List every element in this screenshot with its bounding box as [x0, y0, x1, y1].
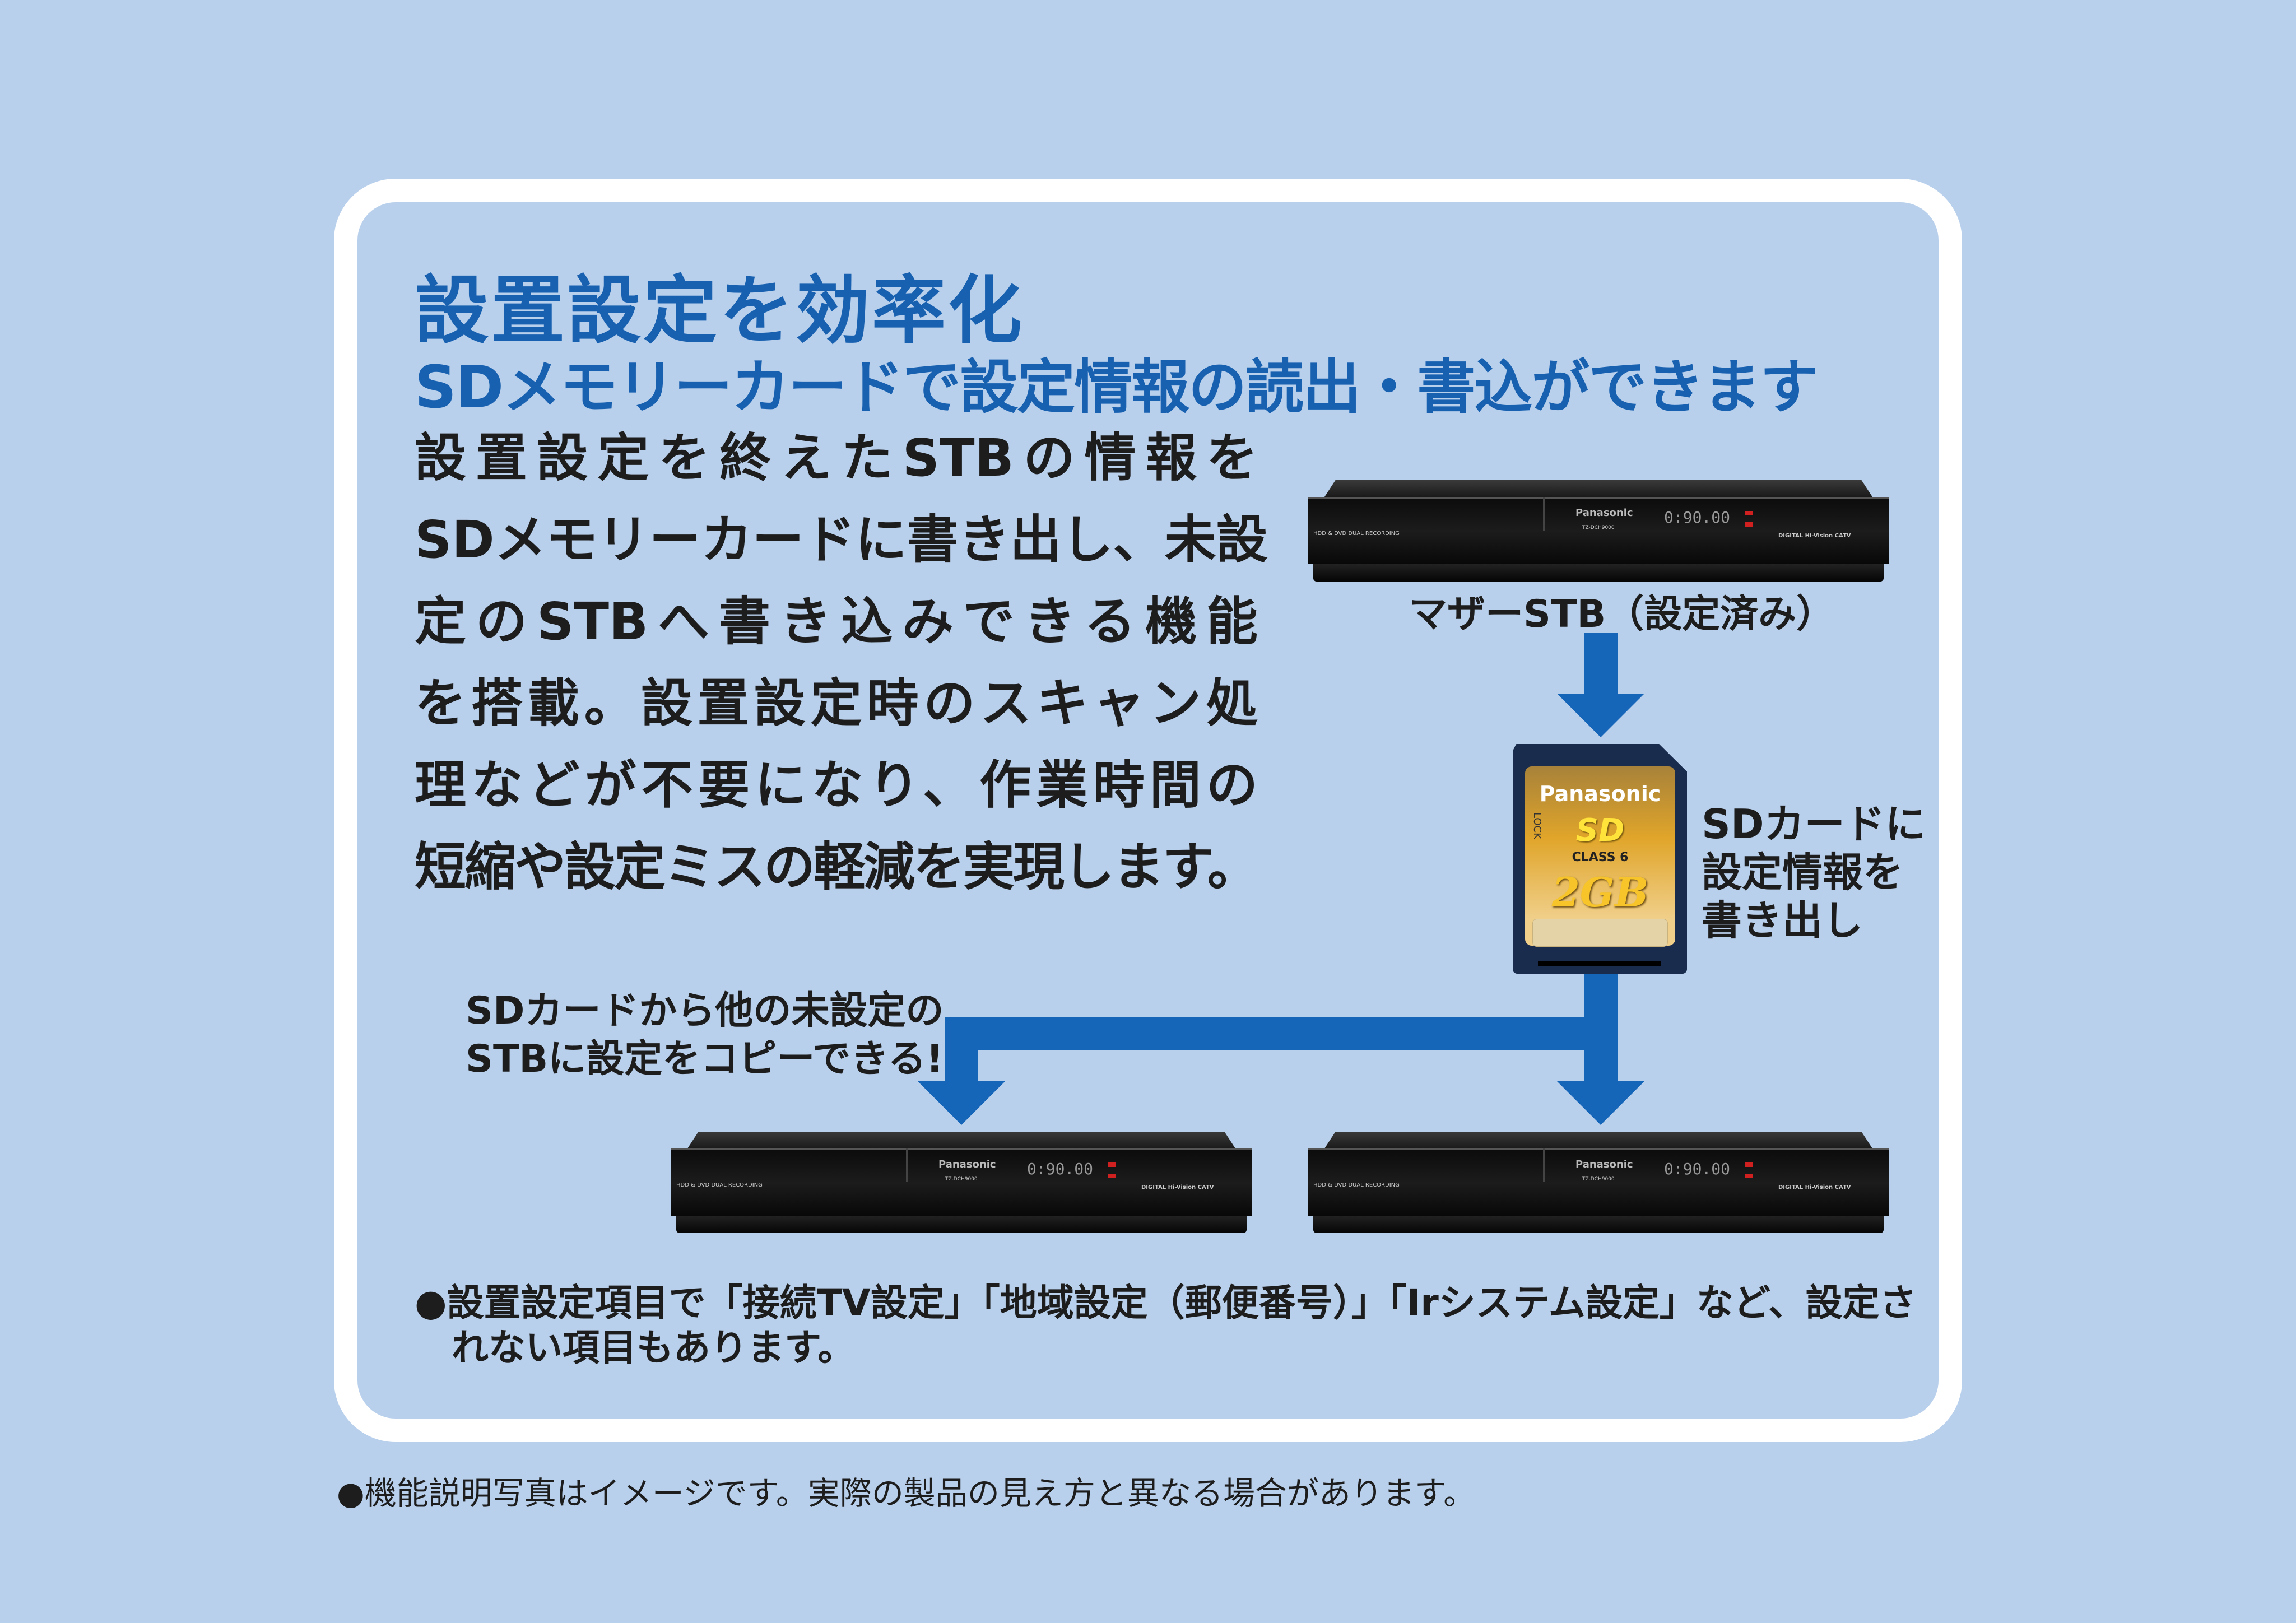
stb-clock: 0:90.00: [1664, 1160, 1731, 1178]
body-text-line: 短縮や設定ミスの軽減を実現します。: [415, 837, 1259, 897]
note-line: ●設置設定項目で「接続TV設定」「地域設定（郵便番号）」「Irシステム設定」など…: [415, 1281, 1917, 1324]
sd-logo: SD: [1575, 812, 1625, 849]
stb-label: HDD & DVD DUAL RECORDING: [1313, 531, 1400, 537]
stb-brand: Panasonic: [1575, 507, 1633, 519]
stb-clock: 0:90.00: [1027, 1160, 1094, 1178]
sd-class: CLASS 6: [1572, 850, 1629, 864]
stb-indicator: [1108, 1162, 1116, 1167]
arrow-head-icon: [1557, 1081, 1644, 1125]
note: ●設置設定項目で「接続TV設定」「地域設定（郵便番号）」「Irシステム設定」など…: [415, 1281, 1917, 1370]
copy-caption: STBに設定をコピーできる!: [466, 1037, 944, 1081]
stb-label: DIGITAL Hi-Vision CATV: [1778, 1184, 1851, 1190]
connector-line: [945, 1017, 1617, 1050]
stb-indicator: [1745, 522, 1753, 527]
arrow-head-icon: [1557, 694, 1644, 737]
sd-caption: 書き出し: [1702, 897, 1863, 944]
note-line: れない項目もあります。: [415, 1326, 855, 1369]
mother-stb-image: Panasonic 0:90.00 TZ-DCH9000 HDD & DVD D…: [1308, 480, 1889, 582]
page-title: 設置設定を効率化: [415, 268, 1024, 354]
stb-indicator: [1745, 511, 1753, 515]
body-text-line: 設置設定を終えたSTBの情報を: [415, 428, 1258, 488]
arrow-down-icon: [1584, 633, 1618, 695]
body-text-line: 理などが不要になり、作業時間の: [415, 755, 1258, 815]
sd-card-brand: Panasonic: [1539, 782, 1661, 806]
stb-brand: Panasonic: [1575, 1159, 1633, 1170]
sd-capacity: 2GB: [1551, 868, 1649, 916]
stb-label: DIGITAL Hi-Vision CATV: [1778, 533, 1851, 539]
target-stb-image: Panasonic 0:90.00 TZ-DCH9000 HDD & DVD D…: [1308, 1132, 1889, 1233]
stb-indicator: [1745, 1162, 1753, 1167]
sd-lock-label: LOCK: [1531, 812, 1543, 839]
sd-caption: 設定情報を: [1702, 849, 1904, 896]
stb-indicator: [1108, 1174, 1116, 1178]
stb-label: HDD & DVD DUAL RECORDING: [1313, 1182, 1400, 1188]
target-stb-image: Panasonic 0:90.00 TZ-DCH9000 HDD & DVD D…: [671, 1132, 1252, 1233]
stb-indicator: [1745, 1174, 1753, 1178]
sd-caption: SDカードに: [1702, 801, 1926, 848]
mother-stb-caption: マザーSTB（設定済み）: [1409, 592, 1835, 636]
page-subtitle: SDメモリーカードで設定情報の読出・書込ができます: [415, 353, 1818, 421]
body-text-line: を搭載。設置設定時のスキャン処: [415, 673, 1258, 733]
arrow-head-icon: [918, 1081, 1005, 1125]
stb-label: HDD & DVD DUAL RECORDING: [676, 1182, 763, 1188]
stb-clock: 0:90.00: [1664, 508, 1731, 527]
sd-contacts: [1538, 961, 1661, 966]
stb-model: TZ-DCH9000: [1582, 525, 1615, 531]
copy-caption: SDカードから他の未設定の: [466, 989, 944, 1033]
stb-model: TZ-DCH9000: [945, 1176, 978, 1182]
body-text-line: SDメモリーカードに書き出し、未設: [415, 510, 1268, 570]
stb-brand: Panasonic: [938, 1159, 996, 1170]
connector-line: [945, 1017, 978, 1083]
stb-model: TZ-DCH9000: [1582, 1176, 1615, 1182]
sd-card-label: [1525, 766, 1675, 946]
footer-disclaimer: ●機能説明写真はイメージです。実際の製品の見え方と異なる場合があります。: [337, 1475, 1476, 1512]
sd-write-area: [1532, 919, 1668, 947]
body-text-line: 定のSTBへ書き込みできる機能: [415, 592, 1258, 652]
stb-label: DIGITAL Hi-Vision CATV: [1141, 1184, 1214, 1190]
